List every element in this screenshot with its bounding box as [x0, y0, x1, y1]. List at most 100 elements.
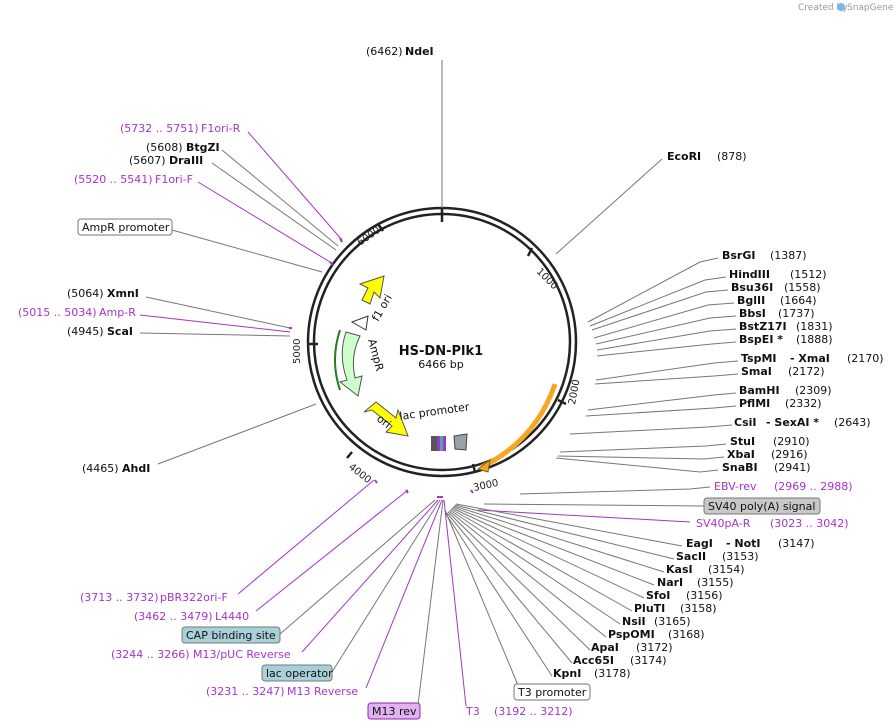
sv40-box [703, 497, 821, 515]
ahdi-pos: (4465) [82, 462, 119, 475]
pbr322-name: pBR322ori-F [160, 591, 228, 604]
enzyme-name: NsiI [622, 615, 646, 628]
ebv-rev-name: EBV-rev [714, 480, 757, 493]
enzyme-name: BsrGI [722, 249, 755, 262]
enzyme-pos: (3154) [708, 563, 745, 576]
enzyme-name: SnaBI [722, 461, 758, 474]
enzyme-pos: (3156) [686, 589, 723, 602]
enzyme-name: XbaI [727, 448, 755, 461]
tick-label-3000: 3000 [472, 478, 499, 494]
plasmid-size: 6466 bp [418, 358, 463, 371]
enzyme-pos: (2916) [771, 448, 808, 461]
enzyme-pos: (1512) [790, 268, 827, 281]
tick-marks [309, 208, 567, 473]
f1ori-r-name: F1ori-R [201, 122, 241, 135]
ndei-pos: (6462) [366, 45, 403, 58]
draiii-pos: (5607) [129, 154, 166, 167]
ori-arrow [363, 401, 409, 437]
enzyme-pos: (3155) [697, 576, 734, 589]
enzyme-pos: (1737) [778, 307, 815, 320]
ampr-primer-range: (5015 .. 5034) [18, 306, 97, 319]
f1ori-f-name: F1ori-F [155, 173, 193, 186]
m13rev-name: M13 Reverse [287, 685, 358, 698]
small-feature-icon [350, 315, 369, 331]
tick-label-2000: 2000 [567, 379, 582, 406]
btgzi-pos: (5608) [146, 141, 183, 154]
bottom-left-leaders [237, 479, 467, 707]
enzyme-pos: (3178) [594, 667, 631, 680]
m13-rev-box [367, 702, 421, 720]
enzyme-name: PspOMI [608, 628, 655, 641]
enzyme-name: EagI [686, 537, 713, 550]
enzyme-name: BbsI [739, 307, 766, 320]
m13puc-range: (3244 .. 3266) [111, 648, 190, 661]
enzyme-name: BamHI [739, 384, 780, 397]
enzyme-pos: (3174) [630, 654, 667, 667]
t3-promoter-box [513, 683, 591, 701]
ampr-strand-line [334, 329, 341, 391]
enzyme-name: CsiI [734, 416, 756, 429]
snapgene-logo-icon [837, 3, 845, 11]
scai-name: ScaI [107, 325, 133, 338]
ampr-promoter-box [77, 218, 173, 236]
l4440-range: (3462 .. 3479) [134, 610, 213, 623]
enzyme-sep: - XmaI [790, 352, 830, 365]
tick-label-5000: 5000 [292, 339, 303, 364]
enzyme-sep: - SexAI * [766, 416, 819, 429]
credit-brand: SnapGene [847, 3, 894, 13]
f1-ori-label: f1 ori [369, 292, 395, 323]
enzyme-pos: (1664) [780, 294, 817, 307]
ecori-pos: (878) [717, 150, 747, 163]
credit-prefix: Created by [798, 3, 848, 13]
f1ori-f-range: (5520 .. 5541) [74, 173, 153, 186]
enzyme-name: StuI [730, 435, 755, 448]
ebv-rev-range: (2969 .. 2988) [774, 480, 853, 493]
enzyme-pos: (2170) [847, 352, 884, 365]
left-leaders [139, 131, 343, 465]
tick-label-4000: 4000 [346, 462, 373, 486]
sv40pa-name: SV40pA-R [696, 517, 751, 530]
orange-feature-arrowhead [476, 458, 491, 473]
enzyme-name: BglII [737, 294, 765, 307]
sv40pa-range: (3023 .. 3042) [770, 517, 849, 530]
right-leaders [555, 257, 739, 473]
enzyme-name: ApaI [591, 641, 619, 654]
enzyme-pos: (1831) [796, 320, 833, 333]
cap-box [181, 626, 281, 644]
scai-pos: (4945) [67, 325, 104, 338]
draiii-name: DraIII [169, 154, 203, 167]
orange-feature-arc [480, 383, 558, 470]
m13puc-name: M13/pUC Reverse [193, 648, 291, 661]
ecori-name: EcoRI [667, 150, 701, 163]
enzymes-right: BsrGI (1387) HindIII (1512) Bsu36I (1558… [722, 249, 884, 474]
xmni-name: XmnI [107, 287, 139, 300]
ampr-label: AmpR [365, 337, 386, 372]
enzyme-name: KpnI [553, 667, 581, 680]
ampr-promoter-label: AmpR promoter [82, 221, 170, 234]
enzyme-pos: (3168) [668, 628, 705, 641]
t3-promoter-label: T3 promoter [517, 686, 587, 699]
f1ori-r-range: (5732 .. 5751) [120, 122, 199, 135]
plasmid-name: HS-DN-Plk1 [399, 344, 483, 359]
t3-name: T3 [465, 705, 480, 718]
sv40-label: SV40 poly(A) signal [708, 500, 815, 513]
enzyme-pos: (3147) [778, 537, 815, 550]
enzyme-pos: (2172) [788, 365, 825, 378]
enzyme-pos: (3158) [680, 602, 717, 615]
sv40-leader [483, 503, 705, 507]
f1-ori-arrow [358, 275, 385, 305]
enzyme-name: KasI [666, 563, 693, 576]
xmni-pos: (5064) [67, 287, 104, 300]
enzyme-pos: (2309) [795, 384, 832, 397]
ampr-primer-name: Amp-R [99, 306, 136, 319]
enzyme-name: NarI [657, 576, 683, 589]
enzyme-pos: (3165) [654, 615, 691, 628]
enzyme-sep: - NotI [726, 537, 761, 550]
btgzi-name: BtgZI [186, 141, 220, 154]
ndei-name: NdeI [405, 45, 434, 58]
enzyme-pos: (2332) [785, 397, 822, 410]
l4440-name: L4440 [215, 610, 249, 623]
enzyme-pos: (1558) [784, 281, 821, 294]
enzyme-name: PluTI [634, 602, 665, 615]
